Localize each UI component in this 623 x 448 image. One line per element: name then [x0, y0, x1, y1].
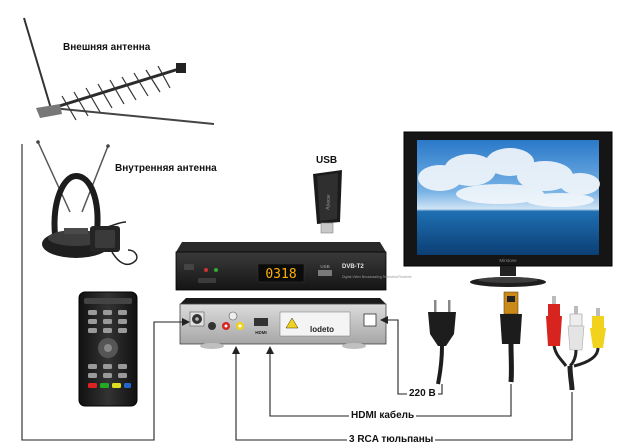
hdmi-line: [269, 352, 512, 417]
indoor-antenna-label: Внутренняя антенна: [115, 163, 217, 174]
power-line: [386, 319, 443, 395]
tv-brand: Mirstone: [499, 258, 517, 263]
antenna-arrow: [182, 318, 190, 326]
receiver-usb-port-label: USB: [320, 264, 329, 269]
receiver-front-icon: 0318 USB DVB-T2 Digital Video Broadcasti…: [175, 242, 413, 291]
usb-label: USB: [316, 155, 338, 166]
receiver-back-hdmi-label: HDMI: [255, 330, 267, 335]
power-label: 220 В: [407, 388, 438, 399]
rca-arrow: [232, 346, 240, 354]
outdoor-antenna-icon: [23, 17, 215, 125]
antenna-line: [21, 144, 184, 441]
receiver-side-text: Digital Video Broadcasting Terrestrial R…: [342, 275, 413, 279]
hdmi-label: HDMI кабель: [349, 410, 417, 421]
receiver-brand: DVB-T2: [342, 264, 364, 270]
hdmi-arrow: [266, 346, 274, 354]
receiver-display: 0318: [265, 267, 296, 282]
rca-plugs-icon: [546, 296, 606, 391]
outdoor-antenna-label: Внешняя антенна: [63, 42, 151, 53]
indoor-antenna-icon: [36, 140, 138, 266]
power-plug-icon: [428, 300, 456, 385]
usb-stick-brand: Apacer: [325, 194, 332, 211]
remote-control-icon: [78, 291, 138, 407]
rca-line: [235, 352, 573, 441]
receiver-back-logo: lodeto: [310, 325, 334, 334]
rca-label: 3 RCA тюльпаны: [347, 434, 436, 445]
tv-icon: Mirstone: [403, 131, 613, 287]
power-arrow: [380, 316, 388, 324]
usb-stick-icon: Apacer: [313, 170, 342, 234]
hdmi-plug-icon: [500, 291, 522, 383]
receiver-back-icon: HDMI lodeto: [179, 298, 387, 349]
